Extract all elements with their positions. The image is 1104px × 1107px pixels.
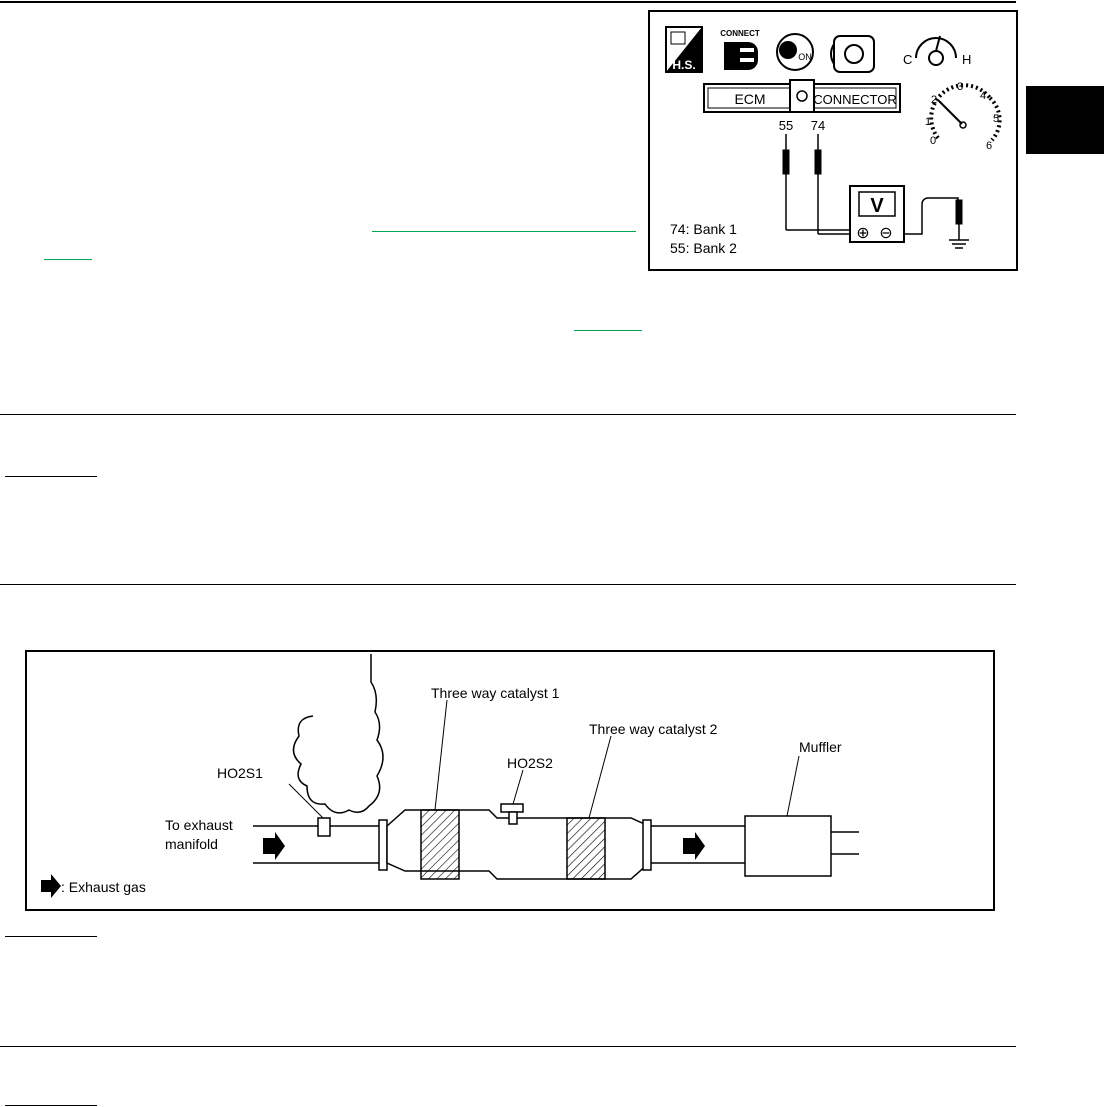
reference-link-underline-continued[interactable]	[44, 259, 92, 260]
connect-label: CONNECT	[720, 29, 760, 38]
ecm-voltage-diagram: H.S. CONNECT ON C H	[665, 26, 1002, 256]
bank1-legend: 74: Bank 1	[670, 221, 737, 237]
voltmeter-positive-terminal: ⊕	[856, 225, 869, 242]
section-divider	[0, 584, 1016, 585]
exhaust-flow-arrow	[263, 832, 285, 860]
catalyst-1-label: Three way catalyst 1	[431, 685, 560, 701]
exhaust-gas-legend-arrow	[41, 874, 61, 898]
tach-tick-4: 4	[980, 90, 986, 102]
catalyst-2-label: Three way catalyst 2	[589, 721, 718, 737]
tach-tick-2: 2	[931, 94, 937, 106]
tachometer-icon: 0 1 2 3 4 5 6	[925, 81, 1002, 152]
tach-tick-0: 0	[930, 135, 936, 147]
terminal-74-label: 74	[811, 118, 825, 133]
temp-cold-label: C	[903, 52, 912, 67]
ho2s1-label: HO2S1	[217, 765, 263, 781]
ecm-connector: ECM CONNECTOR	[703, 79, 901, 113]
connector-label: CONNECTOR	[813, 92, 897, 107]
step-underline	[5, 936, 97, 937]
muffler	[744, 815, 832, 877]
hs-icon: H.S.	[665, 26, 703, 73]
hs-label: H.S.	[672, 58, 695, 72]
voltmeter-label: V	[870, 195, 884, 217]
voltmeter: V ⊕ ⊖	[849, 185, 905, 243]
reference-link-underline-2[interactable]	[574, 330, 642, 331]
header-rule	[0, 1, 1016, 3]
terminal-55-label: 55	[779, 118, 793, 133]
temperature-gauge-icon: C H	[903, 35, 971, 67]
voltmeter-negative-terminal: ⊖	[879, 225, 892, 242]
tach-tick-5: 5	[993, 113, 999, 125]
ignition-key-icon: ON	[776, 33, 814, 71]
exhaust-gas-legend: : Exhaust gas	[61, 879, 146, 895]
connect-icon: CONNECT	[720, 29, 760, 70]
ho2s1-sensor	[317, 817, 331, 837]
outlet-pipe	[642, 819, 745, 871]
section-divider	[0, 414, 1016, 415]
tach-tick-6: 6	[986, 140, 992, 152]
bank2-legend: 55: Bank 2	[670, 240, 737, 256]
probe-wires	[782, 134, 969, 249]
tach-tick-3: 3	[957, 81, 963, 93]
ecm-label: ECM	[734, 91, 765, 107]
temp-hot-label: H	[962, 52, 971, 67]
ho2s2-sensor	[500, 803, 524, 813]
section-side-tab	[1026, 86, 1104, 154]
section-divider	[0, 1046, 1016, 1047]
step-underline	[5, 1105, 97, 1106]
muffler-label: Muffler	[799, 739, 842, 755]
key-on-label: ON	[798, 52, 812, 62]
reference-link-underline[interactable]	[372, 231, 636, 232]
three-way-catalyst-2	[566, 817, 606, 880]
exhaust-smoke-cloud	[292, 654, 384, 814]
ecm-voltage-check-figure: H.S. CONNECT ON C H	[648, 10, 1018, 271]
exhaust-system-figure: HO2S1 Three way catalyst 1 Three way cat…	[25, 650, 995, 911]
tach-tick-1: 1	[925, 116, 931, 128]
three-way-catalyst-1	[420, 809, 460, 880]
engine-running-icon	[830, 35, 875, 73]
ho2s2-label: HO2S2	[507, 755, 553, 771]
step-underline	[5, 476, 97, 477]
exhaust-manifold-label-line1: To exhaust	[165, 817, 233, 833]
exhaust-manifold-label-line2: manifold	[165, 836, 218, 852]
exhaust-system-diagram: HO2S1 Three way catalyst 1 Three way cat…	[41, 654, 859, 898]
exhaust-flow-arrow	[683, 832, 705, 860]
